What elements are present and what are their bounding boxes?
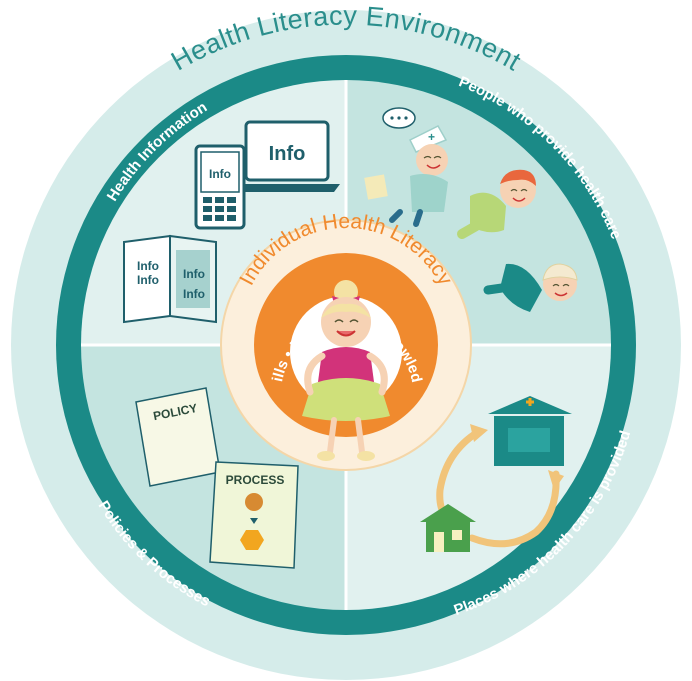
phone-icon: Info (194, 144, 246, 230)
person-icon (302, 280, 390, 461)
svg-text:+: + (428, 130, 435, 144)
booklet-info-3: Info (183, 267, 205, 281)
hospital-icon (488, 396, 572, 466)
nurse-icon: + (364, 107, 448, 227)
booklet-info-1: Info (137, 259, 159, 273)
booklet-info-2: Info (137, 273, 159, 287)
process-document: PROCESS (209, 461, 299, 569)
patient-icon (457, 169, 536, 239)
doctor-icon (483, 263, 578, 312)
process-label: PROCESS (226, 473, 285, 487)
policy-document: POLICY (135, 387, 221, 487)
laptop-info-text: Info (269, 143, 306, 165)
booklet-info-4: Info (183, 287, 205, 301)
phone-info-text: Info (209, 167, 231, 181)
house-icon (420, 504, 476, 552)
booklet-icon: Info Info Info Info (123, 234, 217, 324)
laptop-icon: Info (236, 120, 340, 192)
